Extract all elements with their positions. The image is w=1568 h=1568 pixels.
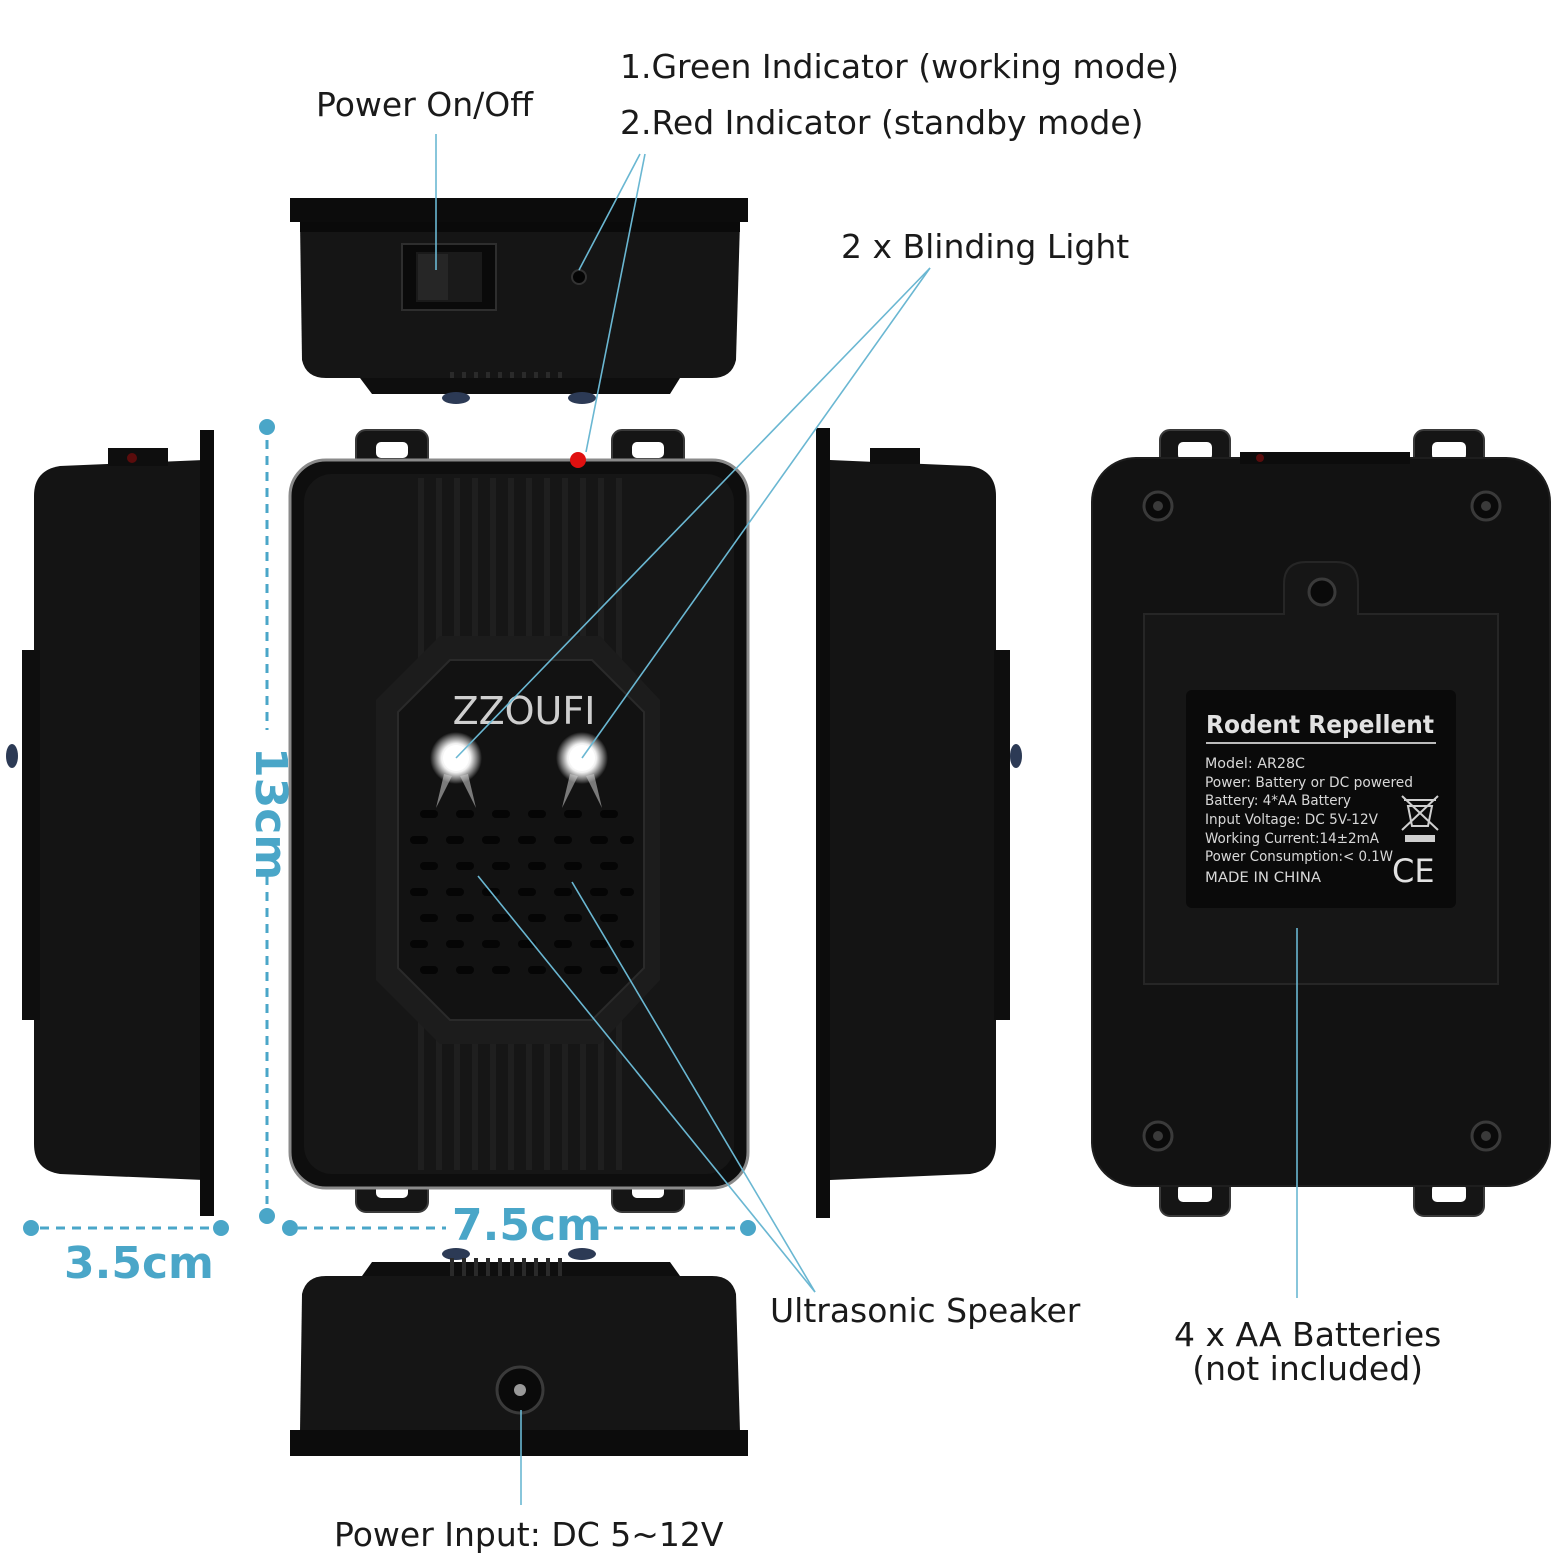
batteries-callout-line2: (not included) <box>1192 1349 1424 1388</box>
brand-logo: ZZOUFI <box>453 689 596 733</box>
speaker-callout: Ultrasonic Speaker <box>770 1291 1081 1330</box>
right-side-view <box>816 428 1022 1218</box>
front-view: ZZOUFI <box>288 429 750 1213</box>
height-dimension-label: 13cm <box>245 747 296 881</box>
indicator-led-hole <box>571 269 587 285</box>
blinding-light-callout: 2 x Blinding Light <box>841 227 1130 266</box>
batteries-callout: 4 x AA Batteries (not included) <box>1174 1318 1441 1386</box>
spec-line: Power: Battery or DC powered <box>1205 775 1413 791</box>
batteries-callout-line1: 4 x AA Batteries <box>1174 1315 1442 1354</box>
spec-line: Working Current:14±2mA <box>1205 831 1379 847</box>
dimension-endpoints <box>23 419 756 1236</box>
bottom-view <box>290 1248 748 1456</box>
power-switch-callout: Power On/Off <box>316 85 533 124</box>
dc-jack-icon <box>495 1365 545 1415</box>
spec-label-title: Rodent Repellent <box>1206 710 1434 739</box>
spec-line: MADE IN CHINA <box>1205 870 1321 886</box>
spec-line: Model: AR28C <box>1205 756 1305 772</box>
depth-dimension-label: 3.5cm <box>64 1238 214 1289</box>
power-input-callout: Power Input: DC 5~12V <box>334 1515 724 1554</box>
power-switch-icon <box>401 243 497 311</box>
left-side-view <box>6 430 214 1216</box>
ce-mark-icon: CE <box>1392 852 1435 890</box>
spec-label: Rodent Repellent Model: AR28C Power: Bat… <box>1186 690 1456 908</box>
width-dimension-label: 7.5cm <box>452 1200 602 1251</box>
weee-bin-icon <box>1401 795 1439 842</box>
top-view <box>290 198 748 404</box>
dimension-lines <box>40 440 740 1230</box>
red-indicator-callout: 2.Red Indicator (standby mode) <box>620 103 1144 142</box>
spec-line: Power Consumption:< 0.1W <box>1205 849 1393 865</box>
leader-lines <box>435 134 1298 1505</box>
green-indicator-callout: 1.Green Indicator (working mode) <box>620 47 1179 86</box>
spec-line: Battery: 4*AA Battery <box>1205 793 1351 809</box>
spec-line: Input Voltage: DC 5V-12V <box>1205 812 1378 828</box>
red-indicator-led <box>570 452 586 468</box>
back-view: Rodent Repellent Model: AR28C Power: Bat… <box>1091 429 1551 1217</box>
speaker-grille <box>410 810 634 974</box>
